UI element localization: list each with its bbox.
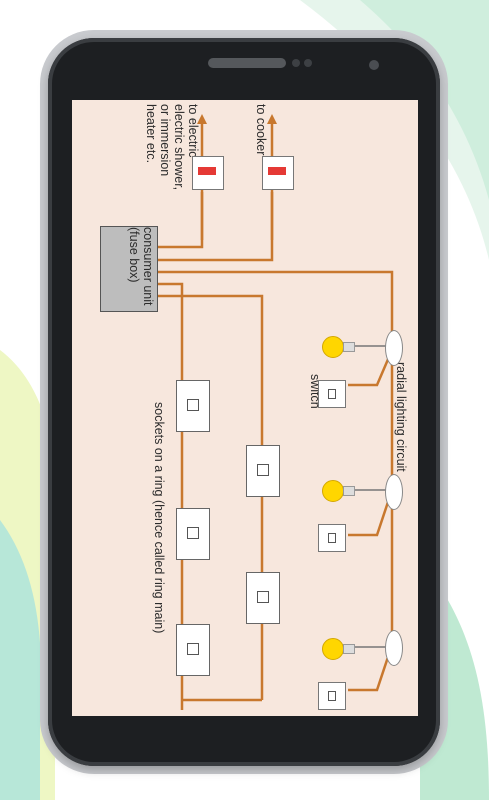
cooker-label: to cooker (254, 104, 268, 156)
socket-outlet-icon (176, 624, 210, 676)
lightbulb-icon (322, 638, 355, 660)
wall-switch-icon (318, 682, 346, 710)
socket-outlet-icon (176, 508, 210, 560)
consumer-unit-box: consumer unit (fuse box) (100, 226, 158, 312)
phone-sensor-2 (304, 59, 312, 67)
sockets-ring-label: sockets on a ring (hence called ring mai… (152, 402, 166, 634)
lightbulb-icon (322, 336, 355, 358)
socket-outlet-icon (246, 445, 280, 497)
consumer-unit-label: consumer unit (fuse box) (127, 227, 155, 306)
socket-outlet-icon (176, 380, 210, 432)
ceiling-rose-icon (385, 474, 403, 510)
phone-sensor-1 (292, 59, 300, 67)
wall-switch-icon (318, 524, 346, 552)
ceiling-rose-icon (385, 330, 403, 366)
shower-isolator-icon (192, 156, 224, 190)
phone-screen[interactable]: to electric electric shower, or immersio… (72, 100, 418, 716)
cooker-isolator-icon (262, 156, 294, 190)
wiring-diagram (158, 114, 394, 710)
lightbulb-icon (322, 480, 355, 502)
radial-lighting-label: radial lighting circuit (394, 362, 408, 472)
wall-switch-icon (318, 380, 346, 408)
ceiling-rose-icon (385, 630, 403, 666)
phone-camera (369, 60, 379, 70)
socket-outlet-icon (246, 572, 280, 624)
phone-speaker (208, 58, 286, 68)
